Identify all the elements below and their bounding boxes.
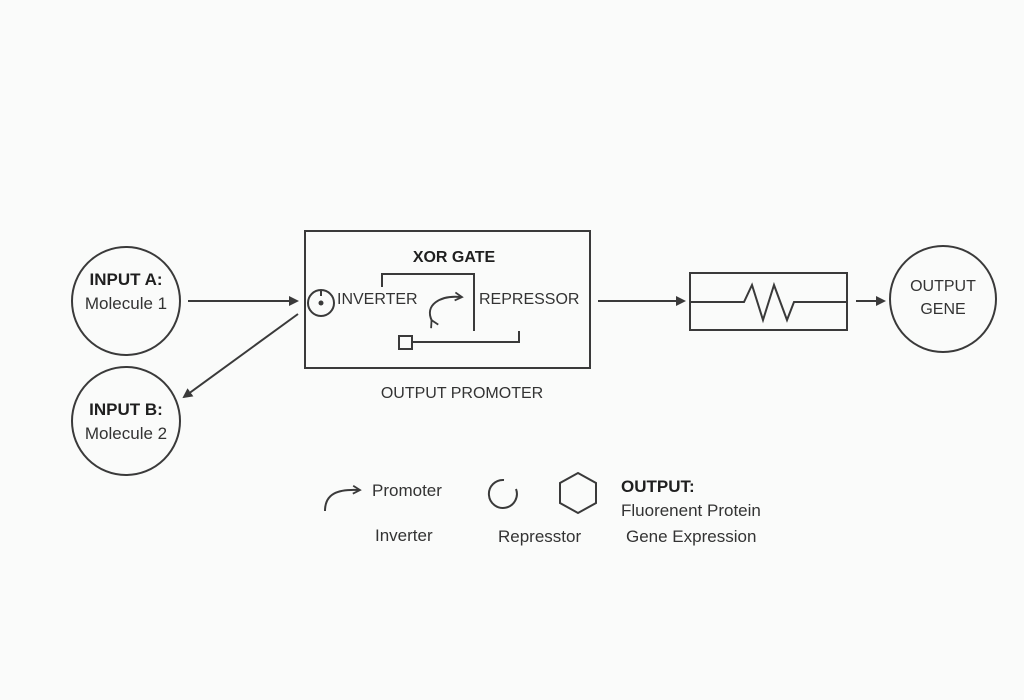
gate-bracket [381,273,475,331]
operator-line [412,331,520,343]
output-promoter-caption: OUTPUT PROMOTER [380,385,544,402]
output-gene-node [889,245,997,353]
resistor-zigzag-icon [690,281,847,324]
repressor-legend-icon [559,471,597,515]
inverter-dot [318,300,324,306]
repressor-label: REPRESSOR [479,291,580,308]
inverter-label: INVERTER [337,291,418,308]
legend-promoter-label: Promoter [372,481,442,500]
input-a-title: INPUT A: [89,270,163,289]
input-b-node [71,366,181,476]
input-b-subtitle: Molecule 2 [84,424,168,443]
legend-repressor-label: Represstor [498,527,582,546]
inverter-legend-icon [487,478,518,509]
input-a-node [71,246,181,356]
feedback-arrow-icon [429,291,464,329]
input-b-title: INPUT B: [89,400,163,419]
output-gene-line1: OUTPUT [910,278,976,295]
promoter-legend-icon [324,484,362,512]
legend-output-line2: Gene Expression [626,527,757,546]
legend-output-line1: Fluorenent Protein [621,501,761,520]
input-a-subtitle: Molecule 1 [84,294,168,313]
xor-gate-box [304,230,591,369]
arrow-gate-to-input-b [182,313,299,399]
output-gene-line2: GENE [920,301,966,318]
operator-square-icon [398,335,413,350]
legend-output-title: OUTPUT: [621,477,695,496]
legend-inverter-label: Inverter [375,526,433,545]
xor-gate-title: XOR GATE [412,249,496,266]
